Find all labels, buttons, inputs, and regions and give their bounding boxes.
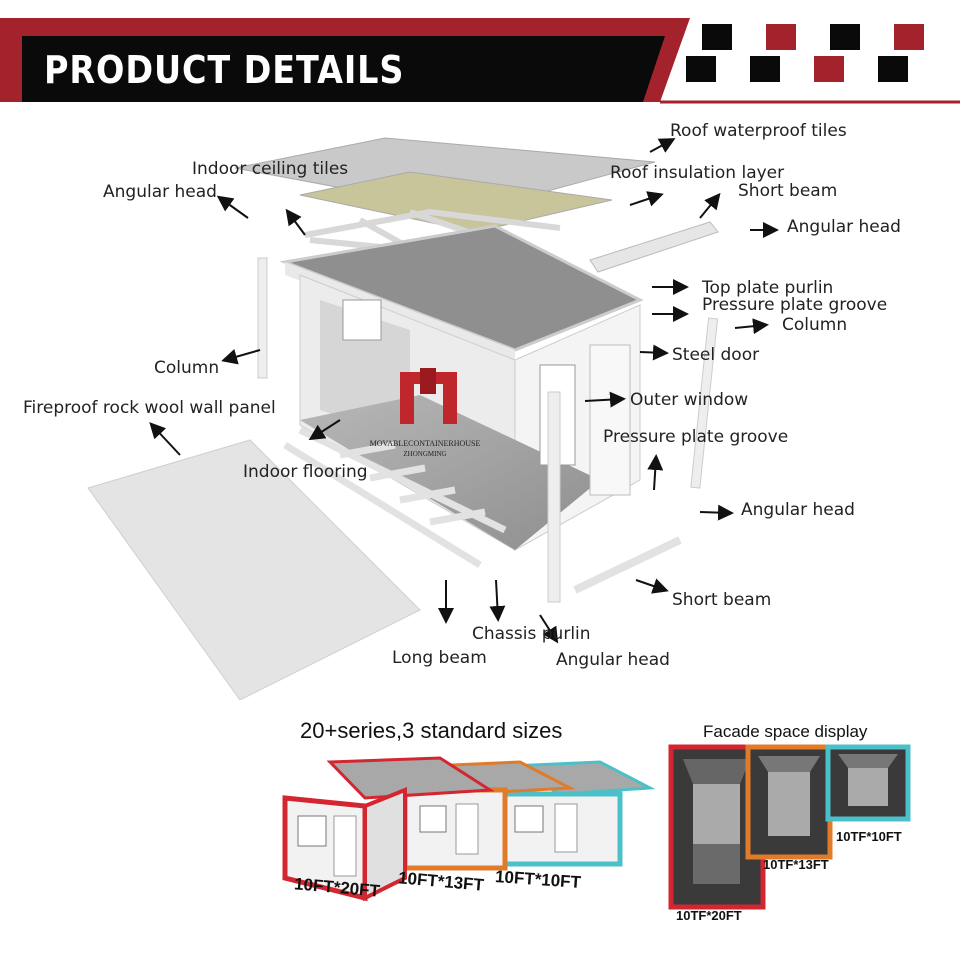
facade-label-10x13: 10TF*13FT: [763, 857, 829, 872]
facade-display-illustration: [668, 744, 911, 910]
label-indoor-ceiling-tiles: Indoor ceiling tiles: [192, 159, 349, 179]
facade-label-10x20: 10TF*20FT: [676, 908, 742, 923]
facade-heading: Facade space display: [703, 722, 868, 741]
label-steel-door: Steel door: [672, 345, 760, 365]
label-outer-window: Outer window: [630, 390, 749, 410]
label-fireproof-panel: Fireproof rock wool wall panel: [23, 398, 276, 418]
label-angular-head-1: Angular head: [103, 182, 217, 202]
label-angular-head-2: Angular head: [787, 217, 901, 237]
standard-sizes-illustration: [282, 756, 656, 902]
label-pressure-plate-groove-1: Pressure plate groove: [702, 295, 888, 315]
logo-text-line2: ZHONGMING: [403, 450, 446, 458]
label-chassis-purlin: Chassis purlin: [472, 624, 591, 644]
header-banner: [0, 18, 960, 104]
sizes-heading: 20+series,3 standard sizes: [300, 718, 563, 743]
label-angular-head-3: Angular head: [741, 500, 855, 520]
label-angular-head-4: Angular head: [556, 650, 670, 670]
label-roof-insulation-layer: Roof insulation layer: [610, 163, 785, 183]
label-column-left: Column: [154, 358, 220, 378]
label-long-beam: Long beam: [392, 648, 487, 668]
label-pressure-plate-groove-2: Pressure plate groove: [603, 427, 789, 447]
label-roof-waterproof-tiles: Roof waterproof tiles: [670, 121, 847, 141]
label-top-plate-purlin: Top plate purlin: [702, 278, 834, 298]
label-short-beam-2: Short beam: [672, 590, 772, 610]
label-indoor-flooring: Indoor flooring: [243, 462, 368, 482]
exploded-container-diagram: MOVABLECONTAINERHOUSE ZHONGMING: [87, 137, 779, 700]
label-column-right: Column: [782, 315, 848, 335]
logo-text-line1: MOVABLECONTAINERHOUSE: [370, 439, 481, 448]
label-short-beam-1: Short beam: [738, 181, 838, 201]
logo-mark-icon: [400, 368, 457, 424]
page-title: PRODUCT DETAILS: [44, 48, 405, 92]
checkered-flag-icon: [686, 24, 924, 82]
facade-label-10x10: 10TF*10FT: [836, 829, 902, 844]
